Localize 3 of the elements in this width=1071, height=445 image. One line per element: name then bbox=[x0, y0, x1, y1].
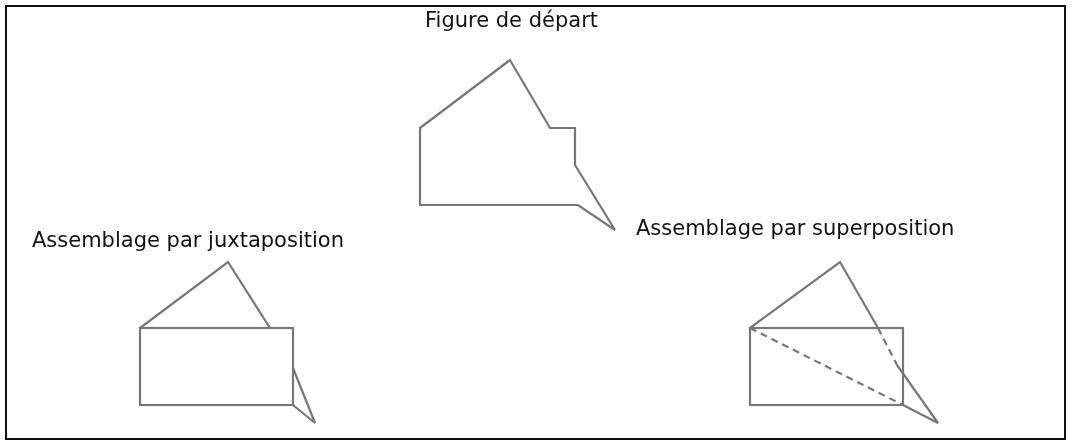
figure-caption: Figure de départ bbox=[425, 8, 599, 32]
figure-caption: Assemblage par juxtaposition bbox=[32, 228, 344, 252]
figure-caption: Assemblage par superposition bbox=[636, 216, 955, 240]
